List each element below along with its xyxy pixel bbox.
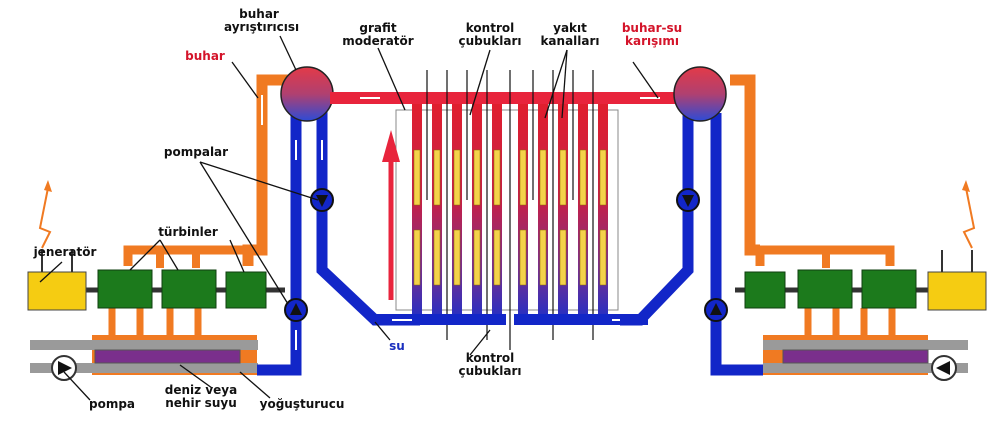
- label-buhar: buhar: [185, 49, 225, 63]
- leader-lines: [39, 35, 659, 401]
- left-steam-pipe: [242, 74, 300, 266]
- reactor-core: [330, 70, 690, 350]
- left-turbine-3: [225, 271, 267, 309]
- label-deniz-veya-nehir-suyu: deniz veya nehir suyu: [164, 383, 238, 410]
- label-buhar-ayristiricisi: buhar ayrıştırıcısı: [224, 7, 300, 34]
- label-kontrol-cubuklari-bottom: kontrol çubukları: [458, 351, 522, 378]
- right-downcomer: [620, 110, 694, 326]
- left-water-pipe: [257, 113, 302, 376]
- label-turbinler: türbinler: [158, 225, 218, 239]
- left-generator: [27, 271, 87, 311]
- left-turbine-2: [161, 269, 217, 309]
- bottom-water-header-right: [514, 314, 648, 325]
- right-water-pipe: [710, 113, 763, 376]
- fuel-elements: [413, 149, 607, 286]
- label-yakit-kanallari: yakıt kanalları: [540, 21, 600, 48]
- label-pompalar: pompalar: [163, 145, 229, 159]
- left-turbine-1: [97, 269, 153, 309]
- label-su: su: [389, 339, 405, 353]
- right-turbine-2: [797, 269, 853, 309]
- fuel-channels: [412, 104, 608, 322]
- right-steam-separator: [673, 66, 727, 122]
- control-rods: [426, 70, 594, 350]
- right-turbine-1: [744, 271, 786, 309]
- label-jenerator: jeneratör: [33, 245, 97, 259]
- left-circuit: [27, 66, 420, 381]
- label-grafit-moderator: grafit moderatör: [342, 21, 414, 48]
- right-steam-pipe: [730, 74, 760, 256]
- bottom-water-header-left: [372, 314, 506, 325]
- right-circuit: [620, 66, 987, 381]
- right-generator: [927, 271, 987, 311]
- label-yogusturucu: yoğuşturucu: [259, 397, 345, 411]
- left-steam-separator: [280, 66, 334, 122]
- right-turbine-3: [861, 269, 917, 309]
- label-kontrol-cubuklari-top: kontrol çubukları: [458, 21, 522, 48]
- label-buhar-su-karisimi: buhar-su karışımı: [621, 21, 683, 48]
- label-pompa: pompa: [88, 397, 136, 411]
